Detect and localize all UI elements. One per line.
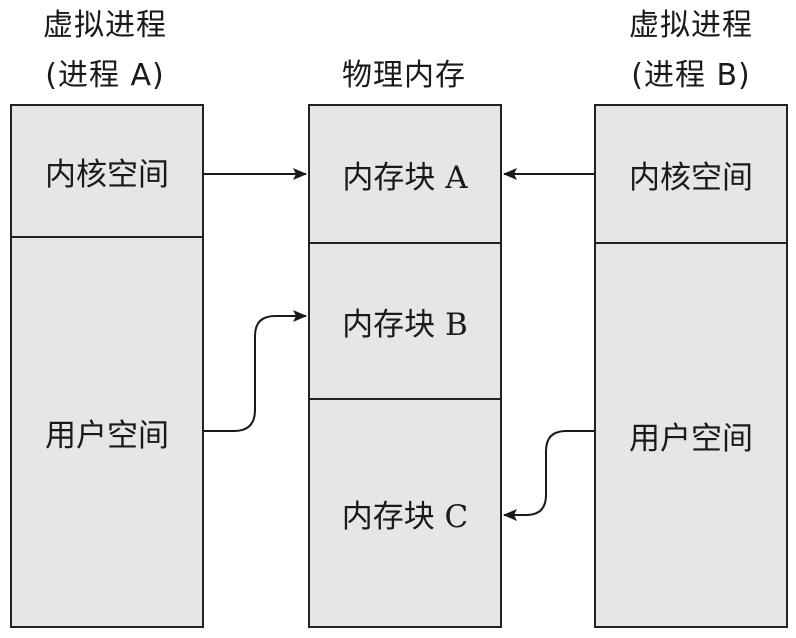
arrow-b-user-to-block-c [503,430,594,521]
memory-block-c-label: 内存块 C [341,498,469,535]
process-b-user-space: 用户空间 [596,244,786,626]
physical-memory-title: 物理内存 [342,58,466,93]
process-b-kernel-space: 内核空间 [596,106,786,242]
process-a-divider [12,236,202,238]
memory-divider-1 [310,242,500,244]
physical-memory-column: 内存块 A 内存块 B 内存块 C [308,104,502,628]
process-a-user-label: 用户空间 [45,417,169,454]
process-a-column: 内核空间 用户空间 [10,104,204,628]
arrow-a-user-to-block-b [204,310,307,432]
process-b-divider [596,242,786,244]
memory-block-c: 内存块 C [310,400,500,626]
process-a-title-line1: 虚拟进程 [43,8,167,43]
process-b-column: 内核空间 用户空间 [594,104,788,628]
memory-block-a-label: 内存块 A [342,159,468,196]
process-a-title-line2: (进程 A) [45,58,165,93]
process-a-user-space: 用户空间 [12,238,202,626]
process-a-kernel-label: 内核空间 [45,156,169,193]
memory-block-b: 内存块 B [310,244,500,398]
process-b-title-line1: 虚拟进程 [629,8,753,43]
memory-block-a: 内存块 A [310,106,500,242]
process-b-title-line2: (进程 B) [631,58,751,93]
process-b-kernel-label: 内核空间 [629,159,753,196]
process-b-user-label: 用户空间 [629,420,753,457]
process-a-kernel-space: 内核空间 [12,106,202,236]
memory-block-b-label: 内存块 B [342,306,468,343]
memory-divider-2 [310,398,500,400]
